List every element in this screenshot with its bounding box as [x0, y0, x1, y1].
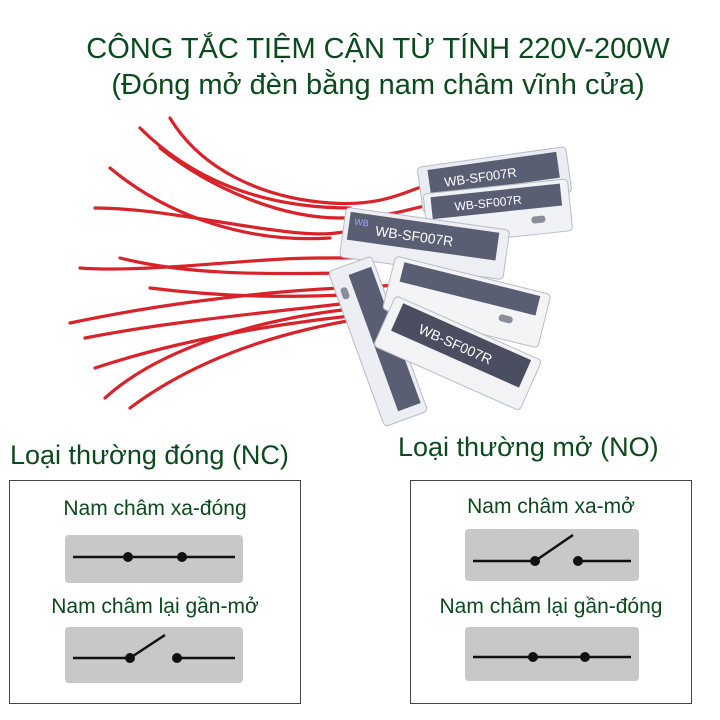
no-panel: Nam châm xa-mở Nam châm lại gần-đóng [410, 480, 692, 704]
product-photo: WB-SF007R WB-SF007R WB-SF007R WB WB [68, 116, 573, 427]
switch-bodies: WB-SF007R WB-SF007R WB-SF007R WB WB [328, 146, 573, 427]
nc-type-label: Loại thường đóng (NC) [10, 440, 289, 470]
page-subtitle: (Đóng mở đèn bằng nam châm vĩnh cửa) [111, 69, 645, 101]
nc-near-diagram [65, 627, 243, 683]
no-type-label: Loại thường mở (NO) [398, 432, 659, 462]
no-far-diagram [465, 529, 639, 581]
no-near-caption: Nam châm lại gần-đóng [439, 595, 663, 618]
product-brand: WB [354, 217, 370, 229]
nc-panel: Nam châm xa-đóng Nam châm lại gần-mở [9, 480, 301, 704]
nc-far-caption: Nam châm xa-đóng [63, 497, 247, 520]
no-near-diagram [465, 627, 639, 681]
red-wires [68, 116, 442, 410]
nc-far-diagram [65, 535, 243, 583]
no-far-caption: Nam châm xa-mở [467, 495, 635, 518]
page-title: CÔNG TẮC TIỆM CẬN TỪ TÍNH 220V-200W [86, 33, 670, 65]
nc-near-caption: Nam châm lại gần-mở [51, 595, 259, 618]
